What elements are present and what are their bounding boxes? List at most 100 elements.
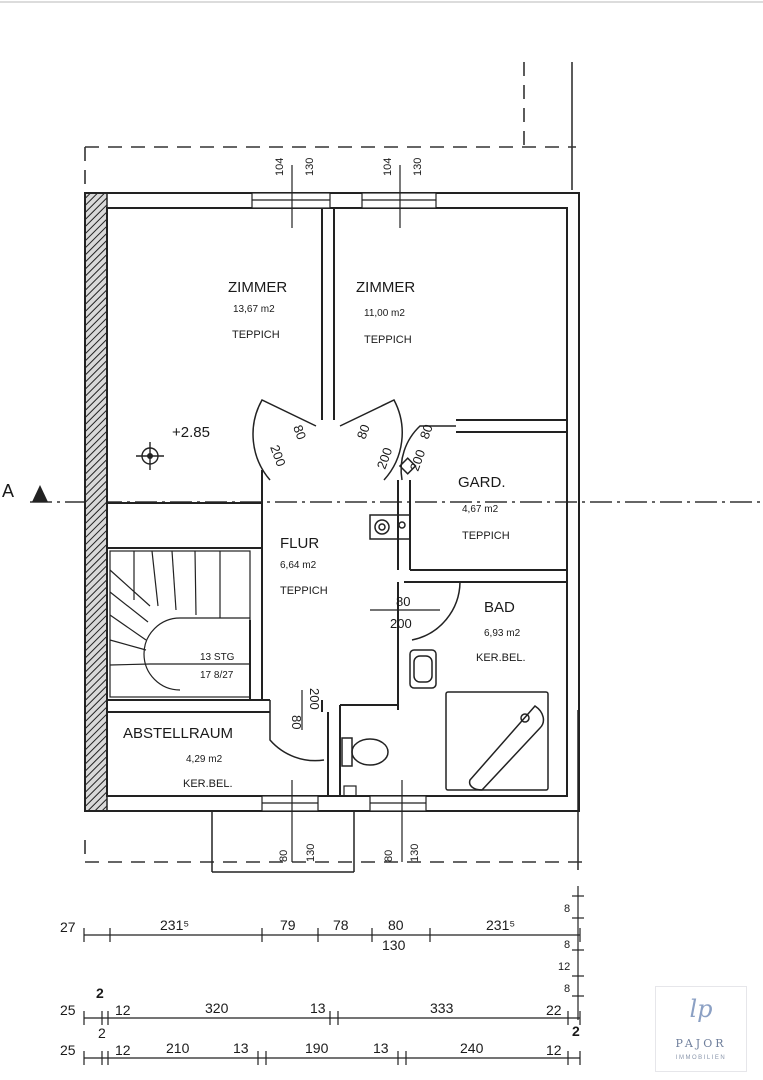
sink-icon: [409, 649, 437, 689]
room-floor: TEPPICH: [232, 329, 280, 341]
dim-label: 231⁵: [160, 917, 189, 933]
room-name: ZIMMER: [356, 279, 415, 296]
dim-label: 8: [564, 983, 570, 995]
window-top-right-height: 130: [412, 158, 424, 176]
window-bottom-right-width: 80: [383, 850, 395, 862]
staircase: [109, 550, 251, 698]
room-flur: FLUR 6,64 m2 TEPPICH: [280, 535, 328, 597]
dim-label: 8: [564, 903, 570, 915]
door-zimmer2-height: 200: [374, 446, 396, 472]
dim-label: 13: [373, 1040, 389, 1056]
dim-label: 2: [96, 985, 104, 1001]
room-area: 6,93 m2: [484, 628, 521, 639]
door-swings: [252, 399, 461, 762]
dim-label: 231⁵: [486, 917, 515, 933]
door-gard-height: 200: [407, 448, 429, 474]
dim-label: 80: [388, 917, 404, 933]
dim-label: 320: [205, 1000, 229, 1016]
company-logo: lp PAJOR IMMOBILIEN: [655, 986, 747, 1072]
room-abstellraum: ABSTELLRAUM 4,29 m2 KER.BEL.: [123, 725, 233, 790]
room-floor: TEPPICH: [280, 585, 328, 597]
interior-walls: [107, 208, 567, 796]
room-bad: BAD 6,93 m2 KER.BEL.: [476, 599, 526, 664]
room-area: 11,00 m2: [364, 308, 405, 319]
door-zimmer1-height: 200: [267, 443, 289, 469]
door-bad-height: 200: [390, 616, 412, 631]
dimension-row-3: 25 2 12 210 13 190 13 240 12: [60, 1025, 581, 1065]
room-area: 4,67 m2: [462, 504, 499, 515]
floor-drain-icon: [343, 785, 357, 797]
room-area: 13,67 m2: [233, 304, 275, 315]
room-floor: KER.BEL.: [183, 778, 233, 790]
dim-label: 210: [166, 1040, 190, 1056]
dim-label: 12: [115, 1042, 131, 1058]
dim-label: 25: [60, 1042, 76, 1058]
window-top-right-width: 104: [382, 158, 394, 176]
room-name: BAD: [484, 599, 515, 616]
party-wall: [84, 192, 108, 812]
window-top-left: [251, 192, 331, 209]
dim-label: 240: [460, 1040, 484, 1056]
duct-icon: [398, 457, 417, 475]
dim-label: 13: [233, 1040, 249, 1056]
elevation-label: +2.85: [172, 424, 210, 441]
toilet-icon: [341, 737, 389, 767]
dim-label: 2: [98, 1025, 106, 1041]
door-gard-width: 80: [417, 422, 436, 441]
window-bottom-left-width: 80: [278, 850, 290, 862]
room-area: 6,64 m2: [280, 560, 317, 571]
window-bottom-right: [369, 795, 427, 812]
logo-name: PAJOR: [675, 1037, 727, 1050]
dim-label: 12: [115, 1002, 131, 1018]
door-bad-width: 80: [396, 594, 410, 609]
section-arrow-icon: [32, 485, 48, 502]
door-zimmer1-width: 80: [290, 423, 309, 442]
room-floor: TEPPICH: [364, 334, 412, 346]
room-gard: GARD. 4,67 m2 TEPPICH: [458, 474, 510, 542]
dim-label: 25: [60, 1002, 76, 1018]
room-floor: KER.BEL.: [476, 652, 526, 664]
stair-steps-label: 13 STG: [200, 652, 235, 663]
logo-subtitle: IMMOBILIEN: [675, 1055, 727, 1061]
chimney-icon: [369, 514, 411, 540]
room-name: ZIMMER: [228, 279, 287, 296]
dormer-outline: [211, 811, 355, 873]
dim-label: 27: [60, 919, 76, 935]
window-dim-lines: [291, 165, 403, 862]
room-name: FLUR: [280, 535, 319, 552]
dim-label: 78: [333, 917, 349, 933]
room-name: ABSTELLRAUM: [123, 725, 233, 742]
dim-label: 13: [310, 1000, 326, 1016]
door-abstell-width: 80: [289, 715, 304, 729]
dimension-right-column: 8 8 12 8: [558, 886, 584, 1020]
dim-label: 12: [546, 1042, 562, 1058]
dim-label: 130: [382, 937, 406, 953]
dim-label: 333: [430, 1000, 454, 1016]
roof-outline: [84, 62, 585, 863]
door-abstell-height: 200: [307, 688, 322, 710]
section-label: A: [2, 481, 14, 501]
window-bottom-left: [261, 795, 319, 812]
elevation-marker-dot: [147, 453, 153, 459]
logo-monogram: lp: [689, 995, 713, 1023]
dim-label: 22: [546, 1002, 562, 1018]
door-zimmer2-width: 80: [354, 422, 373, 441]
window-top-left-width: 104: [274, 158, 286, 176]
room-name: GARD.: [458, 474, 506, 491]
dimension-row-1: 27 231⁵ 79 78 80 130 231⁵: [60, 917, 581, 953]
dim-label: 8: [564, 939, 570, 951]
stair-rise-label: 17 8/27: [200, 670, 234, 681]
window-bottom-left-height: 130: [305, 844, 317, 862]
dimension-row-2: 25 2 12 320 13 333 22 2: [60, 985, 581, 1039]
dim-label: 79: [280, 917, 296, 933]
dim-label: 190: [305, 1040, 329, 1056]
room-floor: TEPPICH: [462, 530, 510, 542]
room-area: 4,29 m2: [186, 754, 223, 765]
room-zimmer-2: ZIMMER 11,00 m2 TEPPICH: [356, 279, 415, 346]
window-top-left-height: 130: [304, 158, 316, 176]
bathtub-icon: [445, 691, 549, 791]
room-zimmer-1: ZIMMER 13,67 m2 TEPPICH: [228, 279, 287, 341]
dim-label: 2: [572, 1023, 580, 1039]
window-top-right: [361, 192, 437, 209]
